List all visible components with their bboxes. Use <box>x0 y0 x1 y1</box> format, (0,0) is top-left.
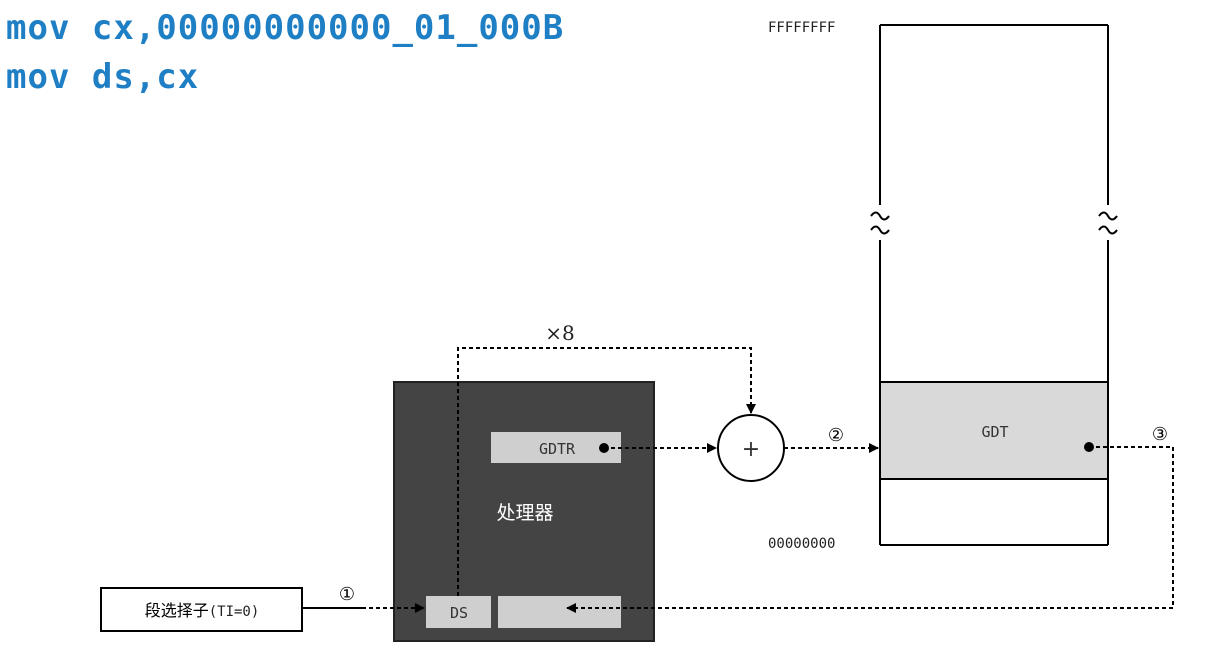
selector-box <box>100 587 303 632</box>
selector-ti-note: (TI=0) <box>209 604 260 620</box>
segment-selector: 段选择子(TI=0) <box>100 587 303 632</box>
step2-marker: ② <box>828 425 844 446</box>
gdt-label: GDT <box>981 423 1008 441</box>
ds-times8-path <box>457 347 756 596</box>
break-mark-left-1 <box>870 211 890 221</box>
ds-register <box>426 596 491 628</box>
selector-text: 段选择子(TI=0) <box>145 601 260 620</box>
code-line-1: mov cx,00000000000_01_000B <box>6 8 565 48</box>
code-line-2: mov ds,cx <box>6 57 200 97</box>
selector-label: 段选择子 <box>145 601 209 620</box>
ds-label: DS <box>450 604 468 622</box>
step3-return-path <box>566 446 1174 613</box>
break-mark-right-2 <box>1098 225 1118 235</box>
gdt-block <box>879 381 1109 480</box>
processor-label: 处理器 <box>496 502 553 524</box>
multiply-label: ×8 <box>545 321 574 345</box>
top-address-label: FFFFFFFF <box>768 20 835 36</box>
memory-column: GDT FFFFFFFF 00000000 <box>768 20 1118 552</box>
ds-descriptor-cache <box>498 596 621 628</box>
gdtr-label: GDTR <box>539 440 576 458</box>
step1-marker: ① <box>339 584 355 605</box>
step3-marker: ③ <box>1152 424 1168 445</box>
adder-plus: + <box>742 437 760 462</box>
bottom-address-label: 00000000 <box>768 536 835 552</box>
break-mark-left-2 <box>870 225 890 235</box>
adder: + <box>717 414 785 482</box>
break-mark-right-1 <box>1098 211 1118 221</box>
processor-box: 处理器 GDTR DS <box>393 381 655 642</box>
